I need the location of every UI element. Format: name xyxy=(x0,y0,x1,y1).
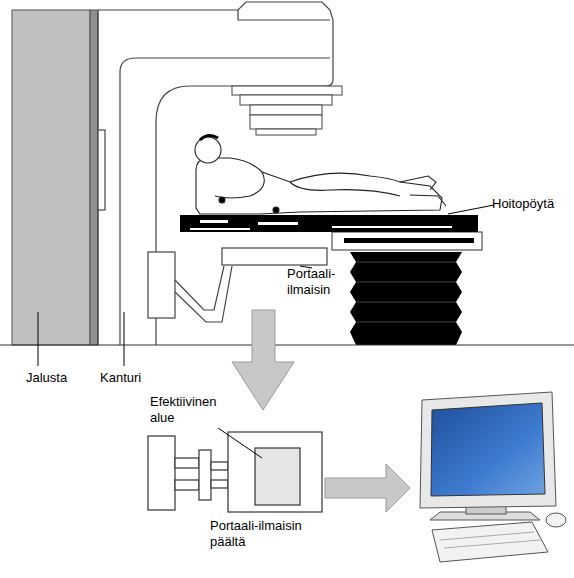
part-label: Efektiivinen alue xyxy=(150,394,228,426)
leader-line xyxy=(124,312,125,366)
part-label: Portaali- ilmaisin xyxy=(287,266,349,298)
down-arrow xyxy=(232,310,294,410)
leader-line xyxy=(218,428,262,458)
detector-top-view xyxy=(148,432,322,512)
table-base xyxy=(332,232,482,345)
part-label: Jalusta xyxy=(26,370,86,386)
table-top xyxy=(180,215,478,232)
patient xyxy=(195,135,446,214)
leader-line xyxy=(448,205,494,214)
stand xyxy=(12,10,90,345)
right-arrow xyxy=(325,464,410,512)
floor-line xyxy=(0,345,574,346)
part-label: Hoitopöytä xyxy=(492,196,572,212)
leader-line xyxy=(38,312,39,366)
view-label: Portaali-ilmaisin päältä xyxy=(210,518,325,550)
computer xyxy=(420,392,566,562)
collimator xyxy=(232,86,342,135)
part-label: Kanturi xyxy=(100,370,160,386)
stand-edge xyxy=(90,10,98,345)
